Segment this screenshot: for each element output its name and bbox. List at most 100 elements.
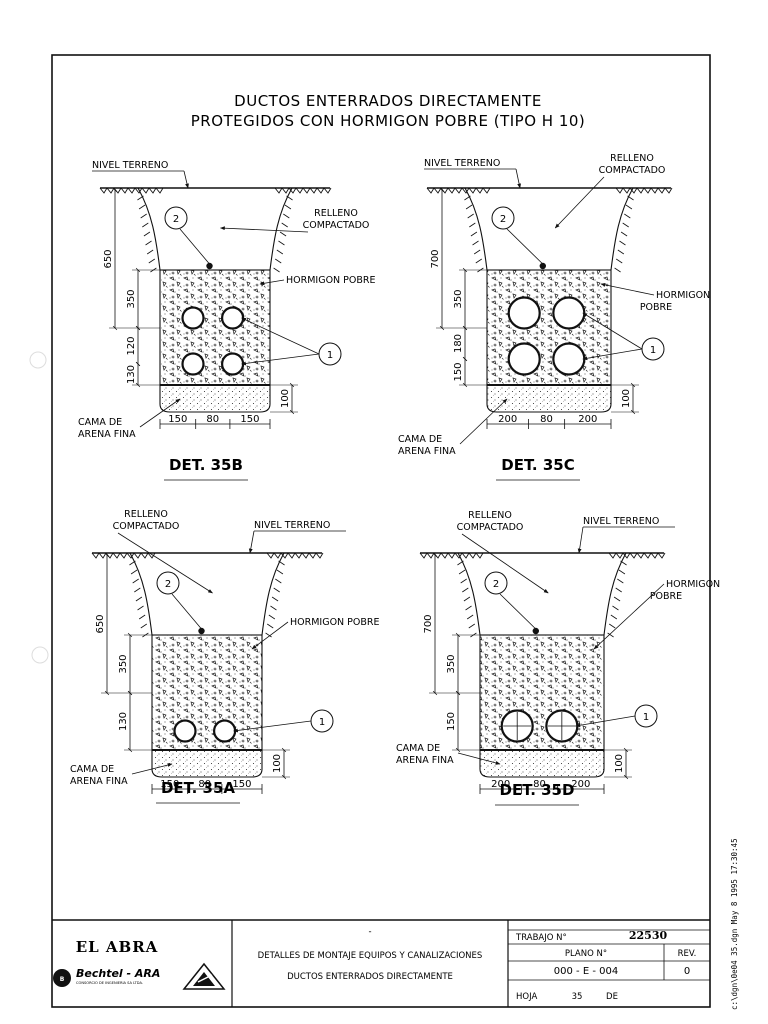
relleno-label-1: RELLENO xyxy=(314,208,358,219)
relleno-label-2: COMPACTADO xyxy=(457,522,524,533)
title-line-1: DUCTOS ENTERRADOS DIRECTAMENTE xyxy=(234,92,542,110)
duct-pipe xyxy=(181,306,205,330)
hormigon-label-2: POBRE xyxy=(650,591,682,602)
dim-concrete-top: 350 xyxy=(446,654,457,673)
ground-surface xyxy=(419,552,666,638)
dim-width-2: 80 xyxy=(198,779,211,790)
relleno-label-1: RELLENO xyxy=(124,509,168,520)
nivel-terreno-label: NIVEL TERRENO xyxy=(254,520,330,531)
cama-label-1: CAMA DE xyxy=(78,417,122,428)
cama-label-1: CAMA DE xyxy=(398,434,442,445)
de-label: DE xyxy=(606,992,618,1002)
cama-label-1: CAMA DE xyxy=(396,743,440,754)
relleno-label-2: COMPACTADO xyxy=(599,165,666,176)
duct-pipe xyxy=(507,342,541,376)
duct-pipe xyxy=(221,306,245,330)
trabajo-label: TRABAJO N° xyxy=(515,933,567,943)
concrete-zone xyxy=(486,269,612,386)
sand-bed xyxy=(151,749,263,778)
callout-2-text: 2 xyxy=(500,214,506,225)
callout-2-text: 2 xyxy=(493,579,499,590)
hormigon-label-1: HORMIGON POBRE xyxy=(286,275,376,286)
duct-pipe xyxy=(181,352,205,376)
callout-2 xyxy=(484,571,508,595)
dim-width-2: 80 xyxy=(533,779,546,790)
dim-bottom: 150 xyxy=(453,362,464,381)
relleno-label-1: RELLENO xyxy=(468,510,512,521)
title-line-2: PROTEGIDOS CON HORMIGON POBRE (TIPO H 10… xyxy=(191,112,586,130)
callout-2-text: 2 xyxy=(173,214,179,225)
dim-width-3: 150 xyxy=(240,414,259,425)
hormigon-label-1: HORMIGON xyxy=(666,579,720,590)
callout-1-text: 1 xyxy=(650,345,656,356)
dim-width-1: 150 xyxy=(168,414,187,425)
callout-2 xyxy=(156,571,180,595)
concrete-zone xyxy=(479,634,605,751)
dim-width-2: 80 xyxy=(206,414,219,425)
dim-width-1: 200 xyxy=(498,414,517,425)
cama-label-1: CAMA DE xyxy=(70,764,114,775)
rev-value: 0 xyxy=(684,966,690,977)
dim-width-3: 200 xyxy=(571,779,590,790)
hoja-label: HOJA xyxy=(516,992,537,1002)
dash-mark: - xyxy=(368,927,371,937)
callout-2 xyxy=(164,206,188,230)
cama-label-2: ARENA FINA xyxy=(398,446,456,457)
hormigon-label-1: HORMIGON POBRE xyxy=(290,617,380,628)
hormigon-label-2: POBRE xyxy=(640,302,672,313)
dim-concrete-top: 350 xyxy=(126,289,137,308)
relleno-label-2: COMPACTADO xyxy=(113,521,180,532)
dim-width-1: 150 xyxy=(160,779,179,790)
dim-spacing: 180 xyxy=(453,334,464,353)
duct-pipe xyxy=(552,342,586,376)
callout-1-text: 1 xyxy=(319,717,325,728)
dim-bottom: 130 xyxy=(118,712,129,731)
title-block: EL ABRA B Bechtel - ARA CONSORCIO DE ING… xyxy=(52,919,710,1007)
bechtel-logo: B xyxy=(53,969,71,987)
dim-sand: 100 xyxy=(621,389,632,408)
cama-label-2: ARENA FINA xyxy=(396,755,454,766)
dim-depth: 700 xyxy=(430,249,441,268)
dim-spacing: 120 xyxy=(126,336,137,355)
nivel-terreno-label: NIVEL TERRENO xyxy=(583,516,659,527)
dim-sand: 100 xyxy=(614,754,625,773)
relleno-label-1: RELLENO xyxy=(610,153,654,164)
ground-surface xyxy=(99,187,332,273)
company-name: Bechtel - ARA xyxy=(76,967,160,980)
sand-bed xyxy=(486,384,612,413)
description-line-2: DUCTOS ENTERRADOS DIRECTAMENTE xyxy=(287,972,453,982)
dim-width-3: 200 xyxy=(578,414,597,425)
duct-pipe xyxy=(552,296,586,330)
file-stamp: c:\dgn\0e04 35.dgn May 8 1995 17:30:45 xyxy=(730,838,739,1010)
sand-bed xyxy=(479,749,605,778)
relleno-label-2: COMPACTADO xyxy=(303,220,370,231)
detail-label: DET. 35D xyxy=(500,781,575,799)
callout-1-text: 1 xyxy=(327,350,333,361)
project-name: EL ABRA xyxy=(76,938,159,956)
detail-label: DET. 35C xyxy=(501,456,574,474)
nivel-terreno-label: NIVEL TERRENO xyxy=(92,160,168,171)
dim-width-3: 150 xyxy=(232,779,251,790)
description-line-1: DETALLES DE MONTAJE EQUIPOS Y CANALIZACI… xyxy=(258,951,483,961)
dim-depth: 650 xyxy=(95,614,106,633)
callout-2 xyxy=(491,206,515,230)
dim-concrete-top: 350 xyxy=(118,654,129,673)
company-subtitle: CONSORCIO DE INGENIERIA SA LTDA. xyxy=(76,981,143,985)
cama-label-2: ARENA FINA xyxy=(78,429,136,440)
cama-label-2: ARENA FINA xyxy=(70,776,128,787)
ara-logo xyxy=(182,962,226,990)
ground-surface xyxy=(91,552,324,638)
duct-pipe xyxy=(221,352,245,376)
dim-bottom: 150 xyxy=(446,712,457,731)
duct-pipe xyxy=(213,719,237,743)
detail-label: DET. 35B xyxy=(169,456,243,474)
detail-label: DET. 35A xyxy=(161,779,235,797)
hoja-value: 35 xyxy=(572,992,583,1002)
sand-bed xyxy=(159,384,271,413)
duct-pipe xyxy=(173,719,197,743)
